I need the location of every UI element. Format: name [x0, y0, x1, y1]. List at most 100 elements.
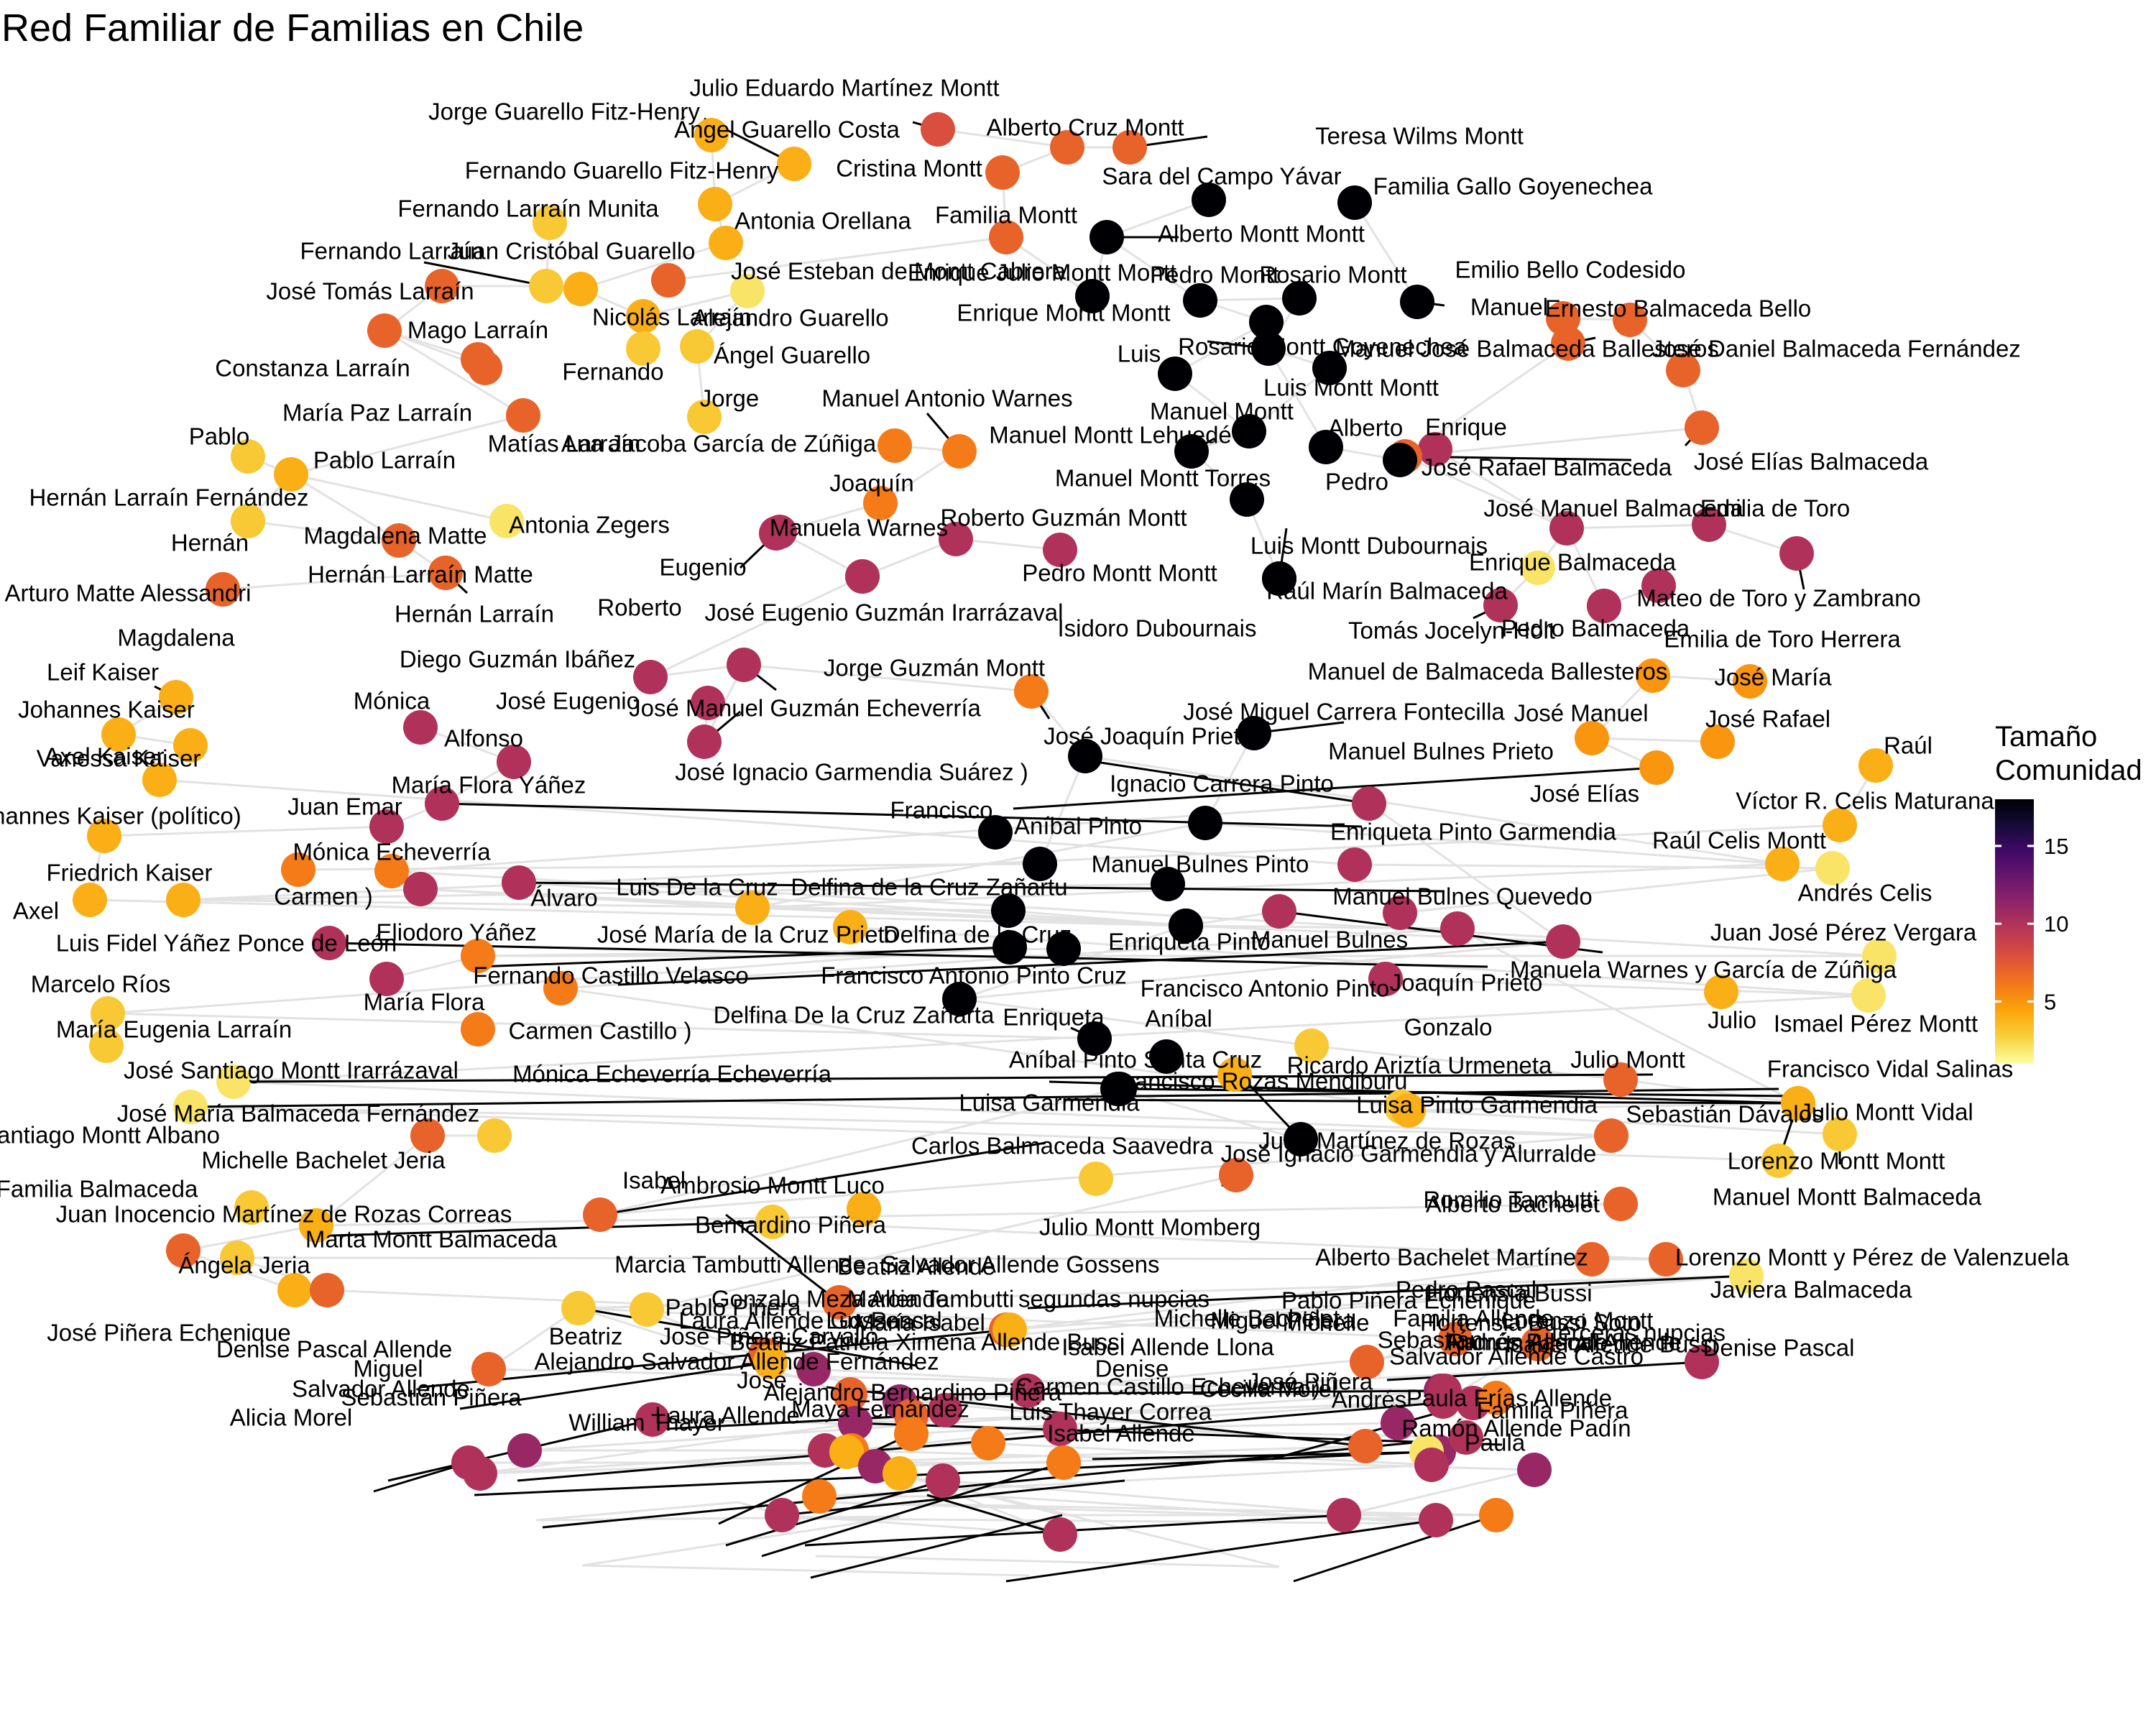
node-label-87: José Rafael — [1705, 706, 1830, 732]
node-178 — [1350, 1345, 1384, 1379]
node-label-214: Beatriz Patricia Ximena Allende Bussi — [729, 1329, 1125, 1356]
node-label-194: Bernardino Piñera — [695, 1212, 887, 1238]
node-label-37: María Paz Larraín — [282, 400, 472, 426]
node-185 — [471, 1352, 506, 1386]
node-42 — [506, 398, 540, 433]
node-33 — [680, 329, 714, 364]
node-192 — [1427, 1374, 1462, 1408]
node-label-97: Víctor R. Celis Maturana — [1736, 788, 1994, 814]
graph-edge — [315, 1134, 428, 1227]
graph-edge — [736, 1517, 1438, 1525]
node-label-86: José Manuel — [1514, 700, 1648, 727]
label-leader-line — [542, 1436, 1467, 1529]
node-label-28: Manuel José Balmaceda Ballesteros — [1335, 336, 1719, 362]
node-label-149: Juan Martínez de Rozas — [1258, 1128, 1516, 1154]
graph-edge — [1591, 737, 1718, 743]
node-72 — [1641, 569, 1676, 603]
graph-edge — [599, 1087, 1118, 1216]
node-202 — [971, 1426, 1005, 1460]
node-label-76: Jorge Guzmán Montt — [824, 655, 1045, 681]
node-165 — [822, 1285, 857, 1320]
node-16 — [1075, 279, 1110, 313]
node-label-99: Francisco — [890, 797, 992, 824]
label-leader-line — [1027, 1274, 1747, 1310]
node-label-113: Manuel Bulnes Quevedo — [1332, 883, 1592, 910]
graph-edge — [1343, 1468, 1535, 1517]
node-label-179: Isabel Allende Bussi — [1505, 1331, 1717, 1358]
label-leader-line — [926, 1494, 1061, 1536]
graph-edge — [955, 538, 1061, 551]
node-54 — [489, 504, 524, 538]
graph-edge — [668, 236, 1007, 282]
node-9 — [533, 206, 567, 240]
graph-edge — [290, 414, 524, 476]
node-179 — [1521, 1327, 1555, 1361]
node-label-32: Fernando — [562, 359, 663, 385]
node-7 — [1192, 183, 1226, 217]
node-label-150: José Ignacio Garmendia y Alurralde — [1221, 1141, 1597, 1167]
node-122 — [461, 939, 495, 973]
node-34 — [1312, 351, 1347, 385]
node-label-152: Michelle Bachelet Jeria — [201, 1147, 446, 1174]
node-11 — [989, 220, 1023, 254]
graph-edge — [159, 778, 1355, 866]
node-label-180: José Piñera Carvallo — [660, 1323, 878, 1350]
node-label-118: Luis Fidel Yáñez Ponce de León — [56, 930, 397, 957]
label-leader-line — [761, 1461, 1064, 1558]
node-label-206: Salvador Allende Castro — [1389, 1343, 1644, 1370]
legend-title-line2: Comunidad — [1995, 755, 2142, 786]
graph-edge — [1106, 236, 1201, 302]
graph-edge — [190, 1105, 1612, 1137]
graph-edge — [233, 994, 1869, 1083]
legend-tick-label: 5 — [2044, 989, 2056, 1014]
node-label-46: José Elías Balmaceda — [1694, 448, 1929, 475]
node-84 — [101, 717, 136, 752]
node-label-24: Alejandro Guarello — [692, 305, 888, 331]
node-135 — [1149, 1039, 1184, 1074]
node-label-167: Alberto Bachelet Martínez — [1315, 1244, 1588, 1271]
graph-edge — [1354, 863, 1833, 870]
node-label-84: Johannes Kaiser — [18, 696, 195, 723]
node-label-95: Ignacio Carrera Pinto — [1110, 770, 1334, 797]
node-label-191: Beatriz Allende — [837, 1254, 995, 1280]
node-label-132: María Eugenia Larraín — [56, 1016, 292, 1043]
node-21 — [1400, 285, 1434, 319]
node-label-146: Julio Montt Vidal — [1800, 1099, 1973, 1126]
node-label-171: Lux Pascal — [826, 1307, 941, 1334]
node-label-173: Denise Pascal Allende — [216, 1336, 452, 1363]
node-78 — [1636, 658, 1670, 693]
node-label-56: Roberto Guzmán Montt — [941, 505, 1187, 531]
legend-colorbar — [1995, 799, 2034, 1064]
node-128 — [369, 962, 404, 996]
node-label-189: Isabel Allende Llona — [1061, 1334, 1274, 1361]
node-12 — [1089, 220, 1124, 254]
node-153 — [1761, 1144, 1796, 1178]
node-19 — [1183, 283, 1217, 318]
node-75 — [633, 660, 668, 694]
graph-edge — [524, 1389, 1445, 1452]
label-leader-line — [233, 1073, 1654, 1083]
node-88 — [497, 745, 531, 779]
node-149 — [1391, 1093, 1426, 1128]
label-leader-line — [1293, 1514, 1497, 1583]
node-label-55: Manuela Warnes — [770, 515, 948, 541]
node-37 — [468, 351, 502, 385]
node-25 — [1249, 305, 1284, 339]
node-label-100: Johannes Kaiser (político) — [0, 803, 241, 829]
label-leader-line — [1005, 1519, 1437, 1583]
node-82 — [687, 724, 722, 759]
label-leader-line — [1013, 766, 1657, 810]
graph-edge — [646, 1174, 1237, 1311]
node-label-71: Tomás Jocelyn-Holt — [1348, 617, 1555, 644]
node-141 — [461, 1012, 495, 1046]
node-label-78: Manuel de Balmaceda Ballesteros — [1308, 658, 1668, 685]
node-218 — [883, 1456, 917, 1491]
node-label-187: Denise Pascal — [1703, 1335, 1855, 1361]
node-label-215: Isabel Allende — [1047, 1420, 1195, 1447]
node-label-108: Luis De la Cruz — [616, 874, 778, 901]
node-81 — [691, 686, 725, 720]
node-label-61: Eugenio — [659, 554, 746, 581]
